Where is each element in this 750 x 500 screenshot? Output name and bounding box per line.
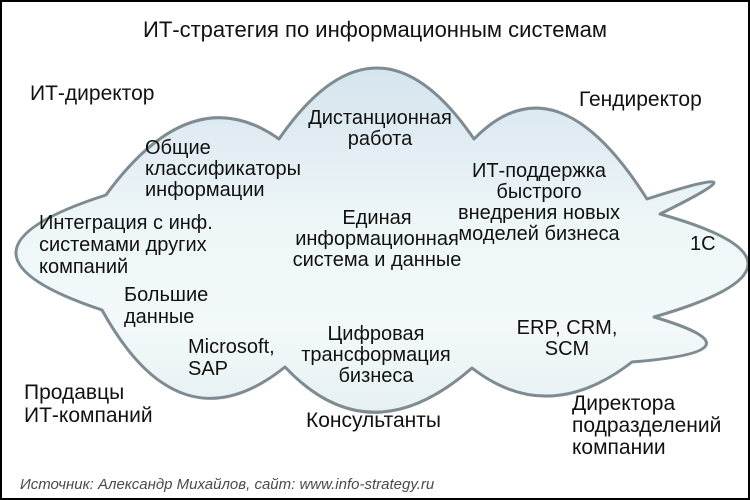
cloud-item-microsoft-sap: Microsoft, SAP [188,336,275,380]
cloud-outline [14,66,748,414]
cloud-item-big-data: Большие данные [124,284,209,328]
cloud-item-unified-system: Единая информационная система и данные [292,207,462,271]
cloud-item-common-classifiers: Общие классификаторы информации [145,137,301,201]
stakeholder-consultants: Консультанты [306,409,441,432]
stakeholder-it-vendors: Продавцы ИТ-компаний [24,381,153,427]
page-title: ИТ-стратегия по информационным системам [143,17,607,42]
source-note: Источник: Александр Михайлов, сайт: www.… [20,476,435,493]
stakeholder-it-director: ИТ-директор [30,82,155,105]
cloud-item-erp-crm-scm: ERP, CRM, SCM [516,317,618,360]
cloud-item-it-support: ИТ-поддержка быстрого внедрения новых мо… [457,160,621,245]
stakeholder-division-directors: Директора подразделений компании [572,392,722,459]
cloud-item-remote-work: Дистанционная работа [308,107,452,150]
cloud-item-1c: 1С [690,233,716,255]
cloud-item-integration: Интеграция с инф. системами других компа… [39,212,213,278]
cloud-item-digital-transformation: Цифровая трансформация бизнеса [301,323,451,387]
stakeholder-gendirector: Гендиректор [579,88,702,111]
